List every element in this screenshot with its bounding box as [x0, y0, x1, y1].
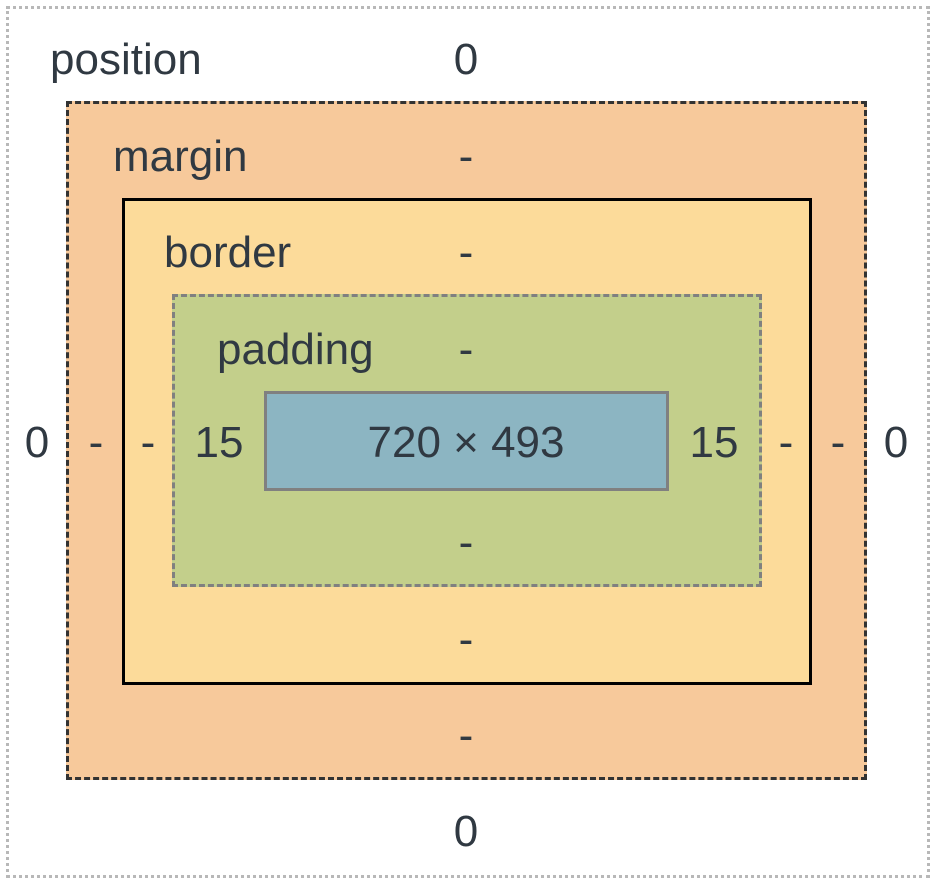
padding-right-value[interactable]: 15: [689, 418, 739, 467]
border-right-value[interactable]: -: [778, 418, 794, 467]
border-label: border: [164, 228, 292, 277]
padding-bottom-value[interactable]: -: [458, 518, 474, 567]
content-box[interactable]: [264, 391, 669, 491]
padding-left-value[interactable]: 15: [194, 418, 244, 467]
margin-left-value[interactable]: -: [88, 418, 104, 467]
position-right-value[interactable]: 0: [883, 418, 909, 467]
border-left-value[interactable]: -: [140, 418, 156, 467]
padding-top-value[interactable]: -: [458, 325, 474, 374]
margin-label: margin: [113, 132, 248, 181]
content-size-value[interactable]: 720 × 493: [367, 418, 565, 467]
position-left-value[interactable]: 0: [24, 418, 50, 467]
padding-label: padding: [217, 325, 374, 374]
position-label: position: [50, 35, 202, 84]
margin-right-value[interactable]: -: [830, 418, 846, 467]
border-top-value[interactable]: -: [458, 228, 474, 277]
position-bottom-value[interactable]: 0: [453, 807, 479, 856]
position-top-value[interactable]: 0: [453, 35, 479, 84]
margin-top-value[interactable]: -: [458, 132, 474, 181]
border-bottom-value[interactable]: -: [458, 615, 474, 664]
margin-bottom-value[interactable]: -: [458, 711, 474, 760]
